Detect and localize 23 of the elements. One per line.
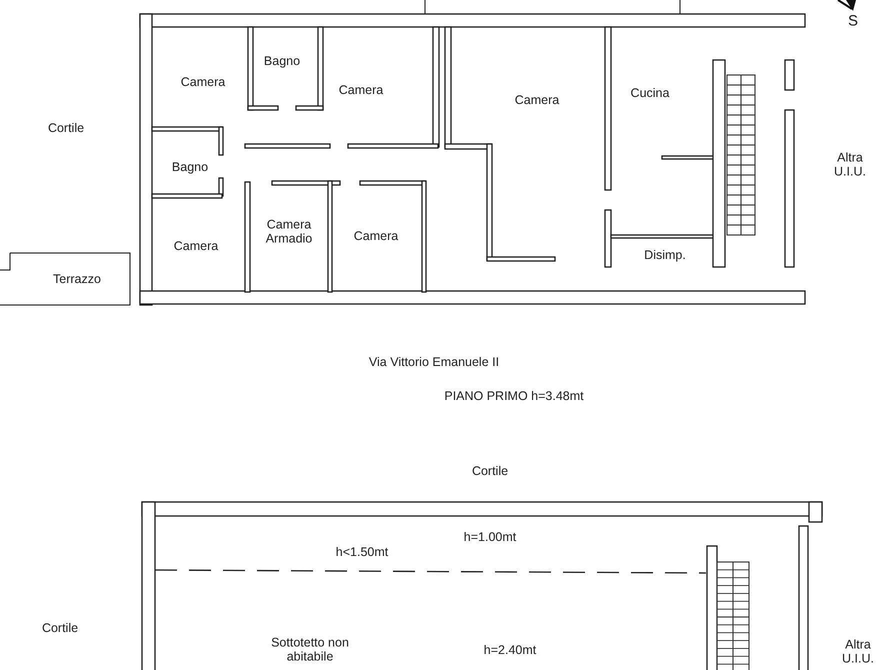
area-label: Cortile — [42, 620, 78, 636]
height-label: h=1.00mt — [464, 530, 516, 544]
room-label: Bagno — [172, 160, 208, 174]
room-label: Camera — [354, 228, 398, 244]
room-label: Terrazzo — [53, 272, 101, 286]
room-label: Cucina — [630, 86, 670, 100]
area-label: Cortile — [472, 464, 508, 478]
room-label: Disimp. — [644, 248, 686, 262]
height-label: h<1.50mt — [336, 544, 388, 560]
area-label: Cortile — [48, 120, 84, 136]
room-label: Bagno — [264, 54, 300, 68]
room-label: Camera — [514, 92, 560, 108]
area-label: Altra U.I.U. — [841, 638, 875, 666]
room-label: Camera — [338, 82, 384, 98]
height-label: h=2.40mt — [484, 642, 536, 658]
room-label: Camera — [174, 238, 218, 254]
room-label: Sottotetto non abitabile — [270, 636, 350, 664]
compass-label: S — [848, 12, 858, 30]
street-label: Via Vittorio Emanuele II — [368, 354, 500, 370]
room-label: Camera Armadio — [264, 218, 314, 246]
area-label: Altra U.I.U. — [833, 150, 867, 180]
floor-title: PIANO PRIMO h=3.48mt — [444, 388, 584, 404]
room-label: Camera — [180, 74, 226, 90]
